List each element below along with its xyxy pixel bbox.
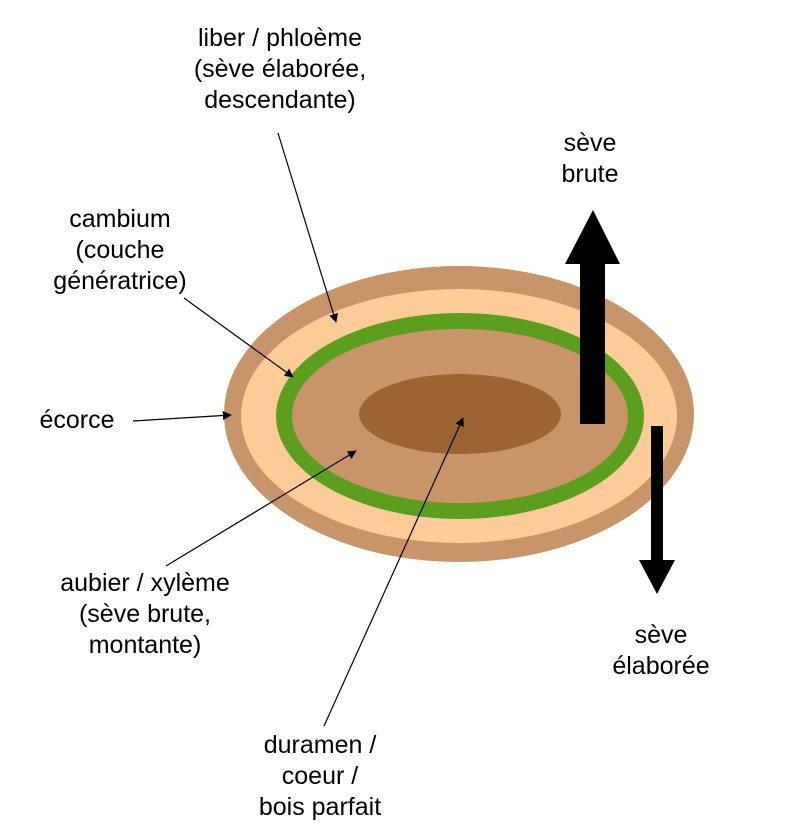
arrow-down-icon — [639, 426, 675, 594]
seve-brute-label: sève brute — [561, 129, 619, 188]
duramen-core — [359, 374, 561, 454]
duramen-pointer — [323, 417, 464, 727]
aubier-label: aubier / xylème (sève brute, montante) — [60, 569, 230, 659]
ecorce-label: écorce — [39, 406, 115, 434]
cambium-pointer — [183, 297, 294, 378]
ecorce-pointer — [132, 411, 232, 422]
arrow-up-icon — [565, 210, 620, 424]
cambium-label: cambium (couche génératrice) — [53, 205, 187, 295]
seve-elaboree-label: sève élaborée — [612, 621, 710, 680]
liber-pointer — [277, 132, 338, 323]
duramen-label: duramen / coeur / bois parfait — [258, 731, 382, 821]
liber-label: liber / phloème (sève élaborée, descenda… — [193, 24, 367, 114]
aubier-pointer — [165, 450, 357, 567]
